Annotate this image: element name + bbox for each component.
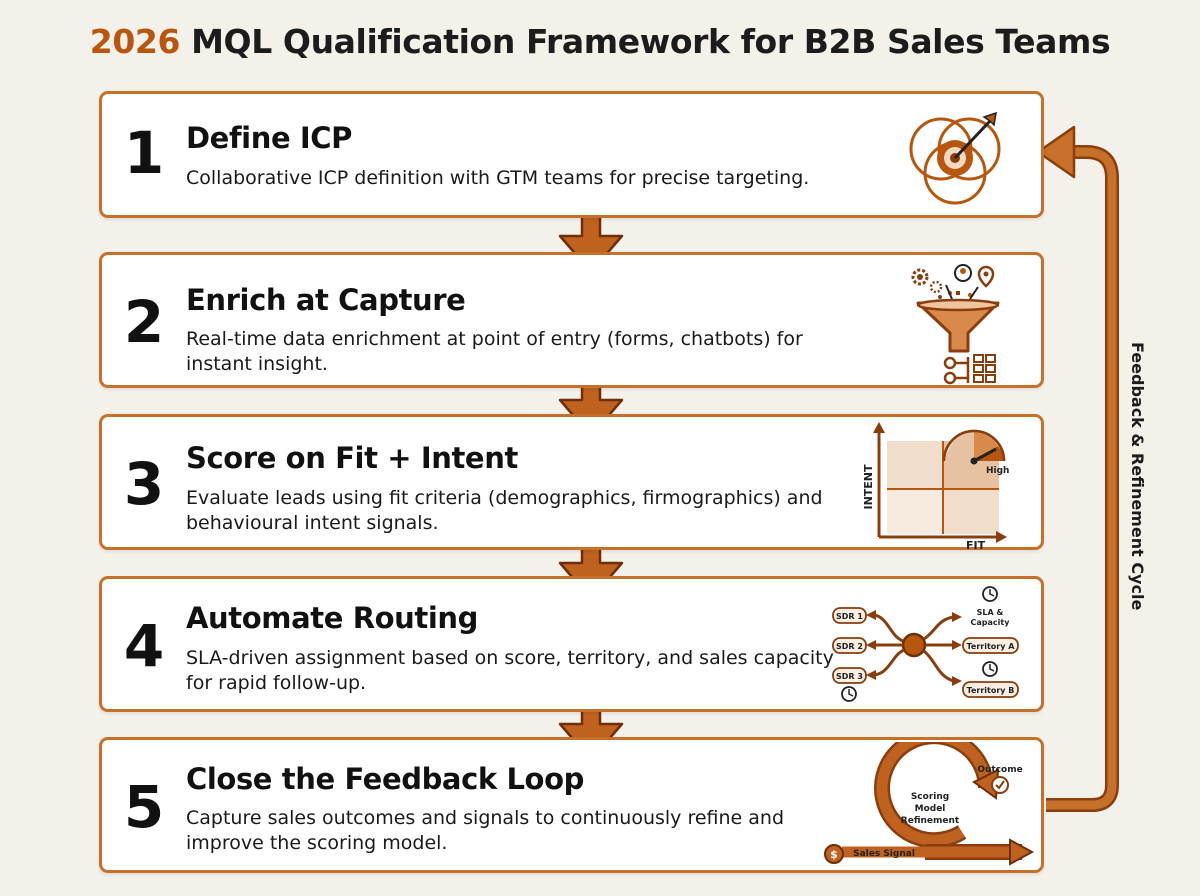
title-year: 2026: [89, 22, 181, 61]
funnel-enrichment-icon: [911, 264, 1000, 385]
cycle-center-3: Refinement: [901, 816, 960, 826]
step-title: Define ICP: [186, 121, 353, 155]
page-title: 2026 MQL Qualification Framework for B2B…: [0, 22, 1200, 61]
step-description: Evaluate leads using fit criteria (demog…: [186, 487, 823, 534]
sdr1-label: SDR 1: [836, 612, 863, 621]
step-card-2: 2 Enrich at Capture Real-time data enric…: [99, 252, 1044, 388]
step-number: 2: [123, 288, 165, 356]
step-number: 1: [123, 119, 165, 187]
step-number: 4: [123, 612, 165, 680]
step-title: Automate Routing: [186, 601, 478, 635]
step-description: Capture sales outcomes and signals to co…: [186, 807, 785, 854]
step-number: 3: [123, 450, 165, 518]
gauge-label: High: [986, 466, 1009, 476]
sdr3-label: SDR 3: [836, 672, 863, 681]
step-description: Collaborative ICP definition with GTM te…: [186, 167, 810, 189]
step-description: Real-time data enrichment at point of en…: [186, 328, 803, 375]
title-text: MQL Qualification Framework for B2B Sale…: [191, 22, 1111, 61]
step-card-4: 4 Automate Routing SLA-driven assignment…: [99, 576, 1044, 712]
step-card-5: 5 Close the Feedback Loop Capture sales …: [99, 737, 1044, 873]
step-card-3: 3 Score on Fit + Intent Evaluate leads u…: [99, 414, 1044, 550]
dollar-icon: $: [830, 848, 838, 861]
cycle-center-1: Scoring: [911, 792, 949, 802]
outcome-label: Outcome: [977, 765, 1022, 775]
sla-label-1: SLA &: [977, 608, 1004, 617]
routing-hub-icon: SDR 1 SDR 2 SDR 3 SLA & Capacity Territo…: [832, 586, 1019, 702]
step-description: SLA-driven assignment based on score, te…: [186, 647, 834, 694]
matrix-y-label: INTENT: [862, 464, 875, 510]
sdr2-label: SDR 2: [836, 642, 863, 651]
step-number: 5: [123, 773, 165, 841]
side-label-text: Feedback & Refinement Cycle: [1128, 342, 1147, 611]
step-card-1: 1 Define ICP Collaborative ICP definitio…: [99, 91, 1044, 218]
step-title: Close the Feedback Loop: [186, 762, 584, 796]
target-venn-icon: [909, 111, 1001, 205]
feedback-cycle-icon: Scoring Model Refinement Outcome $ Sales…: [824, 742, 1035, 866]
sales-signal-label: Sales Signal: [853, 849, 915, 859]
fit-intent-matrix-icon: INTENT FIT High: [862, 422, 1009, 549]
territory-a-label: Territory A: [967, 642, 1016, 651]
step-title: Enrich at Capture: [186, 283, 466, 317]
sla-label-2: Capacity: [971, 618, 1011, 627]
matrix-x-label: FIT: [966, 539, 986, 549]
cycle-center-2: Model: [915, 804, 946, 814]
territory-b-label: Territory B: [967, 686, 1015, 695]
step-title: Score on Fit + Intent: [186, 441, 518, 475]
